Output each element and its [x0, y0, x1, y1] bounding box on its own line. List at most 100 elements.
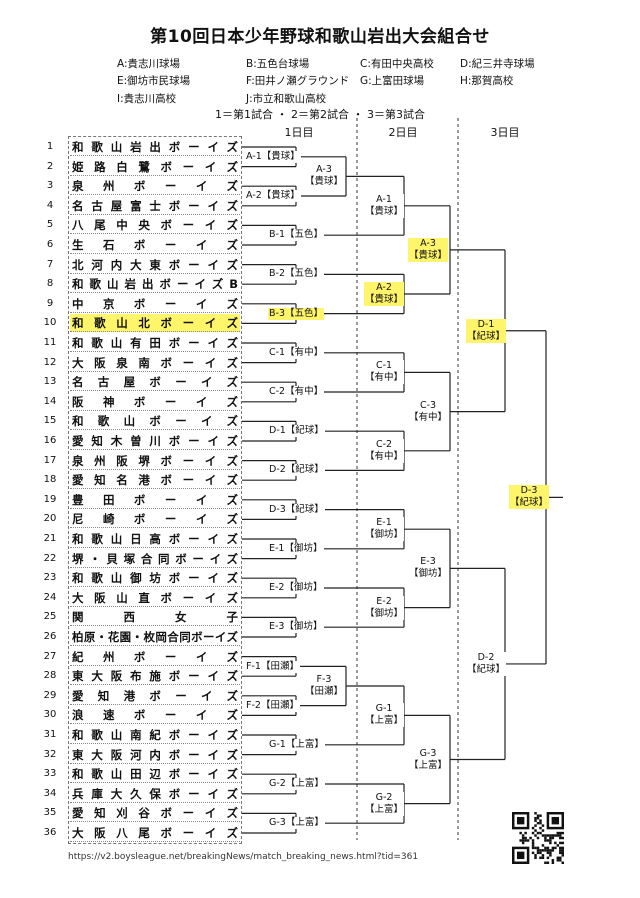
qr-module	[529, 836, 532, 840]
match-venue: 【有中】	[285, 386, 324, 397]
seed-number: 12	[43, 356, 57, 368]
qr-module	[549, 834, 552, 837]
qr-module	[534, 854, 537, 857]
team-name: 和歌山岩出ボーイズB	[70, 277, 240, 294]
qr-module	[544, 846, 547, 850]
match-code: F-2	[246, 699, 261, 711]
qr-module	[544, 861, 547, 864]
match-venue: 【紀球】	[285, 425, 324, 437]
qr-module	[556, 834, 560, 837]
seed-number: 24	[43, 591, 57, 603]
team-name: 和歌山岩出ボーイズ	[70, 140, 240, 156]
qr-module	[561, 831, 564, 835]
match-venue: 【御坊】	[284, 582, 323, 593]
match-venue: 【有中】	[409, 411, 448, 423]
match-venue: 【御坊】	[365, 607, 404, 619]
seed-number: 15	[43, 415, 57, 427]
qr-module	[519, 839, 522, 842]
match-label: D-2【紀球】	[268, 464, 325, 477]
qr-module	[549, 851, 552, 855]
qr-module	[559, 859, 562, 862]
match-code: E-1	[376, 517, 392, 529]
qr-module	[531, 841, 535, 845]
match-code: G-3	[419, 747, 437, 759]
qr-module	[539, 826, 542, 830]
match-label: E-1【御坊】	[268, 542, 324, 555]
match-label: G-3【上富】	[408, 747, 449, 772]
seed-number: 18	[43, 474, 57, 486]
qr-module	[544, 836, 547, 840]
match-venue: 【御坊】	[365, 529, 404, 541]
team-name: 愛知港ボーイズ	[70, 688, 240, 705]
match-code: G-1	[375, 703, 393, 715]
team-name: 姫路白鷺ボーイズ	[70, 159, 240, 176]
team-name: 愛知刈谷ボーイズ	[70, 806, 240, 823]
team-name: 名古屋富士ボーイズ	[70, 198, 240, 215]
match-code: E-2	[376, 595, 392, 607]
qr-module	[551, 846, 555, 850]
match-code: E-1	[269, 542, 285, 554]
qr-module	[546, 861, 550, 864]
match-label: B-1【五色】	[268, 229, 325, 242]
match-venue: 【上富】	[285, 738, 324, 750]
qr-module	[521, 839, 525, 842]
match-venue: 【有中】	[365, 450, 404, 462]
team-name: 豊田ボーイズ	[70, 492, 240, 509]
qr-module	[559, 831, 562, 835]
qr-module	[536, 816, 540, 820]
qr-module	[551, 836, 555, 840]
qr-module	[536, 846, 540, 850]
match-venue: 【上富】	[365, 715, 404, 727]
qr-module	[551, 861, 555, 864]
venue-legend-item: D:紀三井寺球場	[460, 58, 535, 70]
qr-module	[561, 846, 564, 850]
qr-module	[546, 834, 550, 837]
match-venue: 【上富】	[285, 778, 324, 789]
match-label: A-3【貴球】	[408, 237, 449, 262]
page-title: 第10回日本少年野球和歌山岩出大会組合せ	[150, 27, 490, 47]
team-name: 和歌山御坊ボーイズ	[70, 571, 240, 588]
team-name: 泉州阪堺ボーイズ	[70, 453, 240, 470]
qr-module	[541, 834, 545, 837]
match-label: A-2【貴球】	[364, 282, 405, 306]
qr-module	[544, 849, 547, 852]
qr-module	[556, 831, 560, 835]
match-code: C-2	[269, 386, 286, 397]
qr-module	[539, 821, 542, 825]
match-label: C-1【有中】	[364, 360, 405, 385]
match-code: D-1	[269, 425, 286, 437]
seed-number: 22	[43, 552, 57, 564]
qr-module	[521, 836, 525, 840]
qr-module	[534, 824, 537, 827]
match-venue: 【五色】	[285, 268, 324, 280]
qr-module	[539, 819, 542, 822]
qr-module	[536, 836, 540, 840]
qr-module	[534, 856, 537, 860]
team-name: 中京ボーイズ	[70, 296, 240, 313]
qr-module	[534, 834, 537, 837]
match-code: G-3	[269, 817, 286, 829]
qr-module	[559, 849, 562, 852]
qr-module	[541, 829, 545, 832]
qr-module	[546, 846, 550, 850]
seed-number: 7	[46, 258, 54, 270]
team-name: 堺・貝塚合同ボーイズ	[70, 551, 240, 568]
seed-number: 31	[43, 729, 57, 740]
match-label: D-1【紀球】	[466, 318, 507, 343]
source-url[interactable]: https://v2.boysleague.net/breakingNews/m…	[68, 852, 419, 862]
qr-module	[541, 849, 545, 852]
match-venue: 【紀球】	[285, 464, 324, 476]
venue-legend-item: J:市立和歌山高校	[246, 93, 327, 105]
team-name: 東大阪布施ボーイズ	[70, 669, 240, 686]
qr-module	[546, 849, 550, 852]
match-label: F-1【田瀬】	[245, 660, 300, 673]
match-label: G-2【上富】	[364, 791, 405, 816]
qr-module	[531, 826, 535, 830]
seed-number: 20	[43, 513, 57, 525]
seed-number: 1	[46, 141, 54, 152]
match-code: A-3	[316, 164, 332, 176]
team-name: 和歌山日高ボーイズ	[70, 532, 240, 548]
qr-module	[549, 839, 552, 842]
qr-module	[541, 824, 545, 827]
seed-number: 11	[43, 337, 57, 348]
